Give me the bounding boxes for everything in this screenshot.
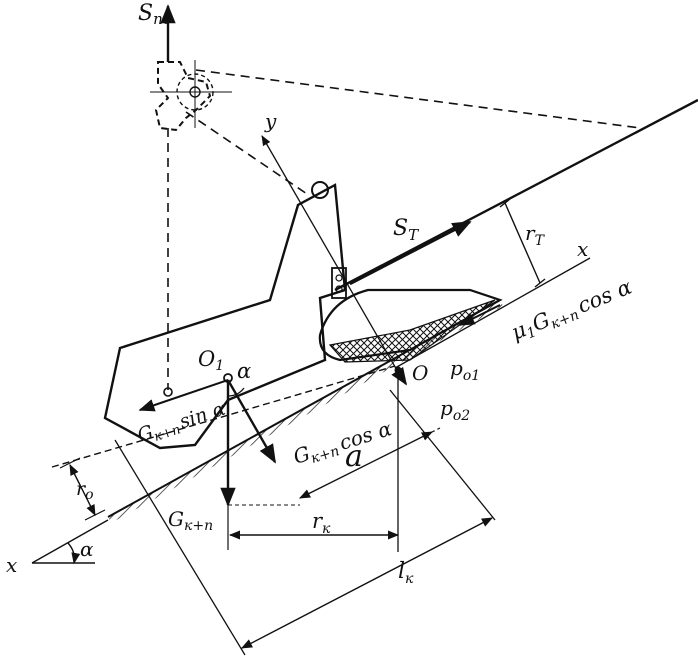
label-x-left: x <box>6 553 17 577</box>
x-axis-line <box>394 257 591 369</box>
label-g-sin: Gк+пsin α <box>135 398 230 450</box>
y-axis-line <box>261 135 399 373</box>
label-a-dist: a <box>345 439 363 474</box>
rope-dashed-top <box>195 69 641 129</box>
label-r-k: rк <box>312 509 331 537</box>
g-sin-arrow <box>138 379 229 412</box>
pulley-bracket <box>154 61 212 132</box>
pulley-block <box>150 60 232 132</box>
lock-dot-2 <box>335 285 343 293</box>
label-o: O <box>412 361 428 385</box>
label-g-cos: Gк+пcos α <box>290 416 395 472</box>
alpha-arc-top <box>227 387 245 397</box>
label-g-weight: Gк+п <box>168 507 213 534</box>
skidder-body <box>103 181 503 450</box>
slope-dashed-left <box>51 365 396 468</box>
label-r-t: rT <box>525 221 546 249</box>
contact-zone-hatch <box>328 299 496 363</box>
label-s-t: ST <box>393 216 419 244</box>
label-o1: O1 <box>198 347 224 374</box>
l-k-dimension <box>241 517 493 649</box>
g-cos-arrow <box>226 379 277 464</box>
label-alpha-top: α <box>237 359 251 383</box>
lock-dot-1 <box>335 274 343 282</box>
label-mu-friction: μ1Gк+пcos α <box>508 275 636 348</box>
labels: Sпд y ST rT x μ1Gк+пcos α O1 α O po1 po2… <box>6 1 636 587</box>
r-o-dimension <box>69 463 96 517</box>
label-s-pd: Sпд <box>138 1 172 28</box>
label-y-axis: y <box>264 109 277 133</box>
label-l-k: lк <box>398 559 414 587</box>
front-runner <box>318 288 503 362</box>
friction-arrow <box>458 304 501 326</box>
label-alpha-left: α <box>80 537 94 561</box>
l-k-left-boundary <box>114 439 246 656</box>
label-r-o: rо <box>76 478 94 503</box>
label-x-axis: x <box>577 237 588 261</box>
rope-dashed-mid <box>185 111 311 197</box>
x-incline-left <box>31 519 109 564</box>
top-knob <box>311 181 329 199</box>
a-dimension <box>298 431 434 499</box>
alpha-arc-left <box>67 542 81 565</box>
label-p-o2: po2 <box>440 396 470 424</box>
rope-anchor <box>163 387 173 397</box>
r-t-dimension <box>504 202 541 284</box>
s-t-arrow <box>349 220 472 286</box>
l-k-right-boundary <box>389 389 496 521</box>
p-o-arrow <box>391 366 407 386</box>
label-p-o1: po1 <box>450 356 480 384</box>
cable-line <box>334 98 698 292</box>
